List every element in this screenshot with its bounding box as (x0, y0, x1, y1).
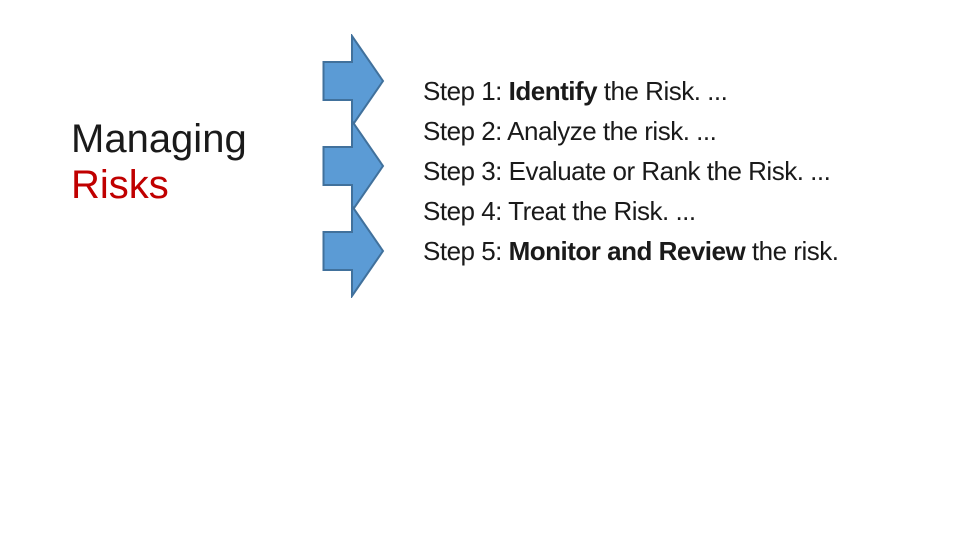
steps-list: Step 1: Identify the Risk. ... Step 2: An… (423, 71, 839, 271)
step-item: Step 2: Analyze the risk. ... (423, 111, 838, 151)
step-text: Step 1: (423, 76, 509, 106)
step-text: the Risk. ... (597, 76, 728, 106)
title-line-managing: Managing (71, 117, 247, 161)
step-text: Step 2: Analyze the risk. ... (423, 116, 717, 146)
right-arrow-icon (322, 34, 385, 128)
step-item: Step 4: Treat the Risk. ... (423, 191, 838, 231)
step-text-bold: Identify (508, 76, 598, 106)
step-text: Step 4: Treat the Risk. ... (423, 196, 696, 226)
step-item: Step 1: Identify the Risk. ... (423, 71, 838, 111)
step-text: the risk. (745, 236, 839, 266)
step-text: Step 3: Evaluate or Rank the Risk. ... (423, 156, 831, 186)
right-arrow-icon (322, 204, 385, 298)
step-item: Step 5: Monitor and Review the risk. (423, 231, 839, 271)
arrow-group (322, 0, 385, 540)
title-line-risks: Risks (71, 163, 169, 207)
step-text: Step 5: (423, 236, 509, 266)
step-item: Step 3: Evaluate or Rank the Risk. ... (423, 151, 838, 191)
right-arrow-icon (322, 119, 385, 213)
slide-title: Managing Risks (71, 116, 247, 208)
step-text-bold: Monitor and Review (508, 236, 746, 266)
